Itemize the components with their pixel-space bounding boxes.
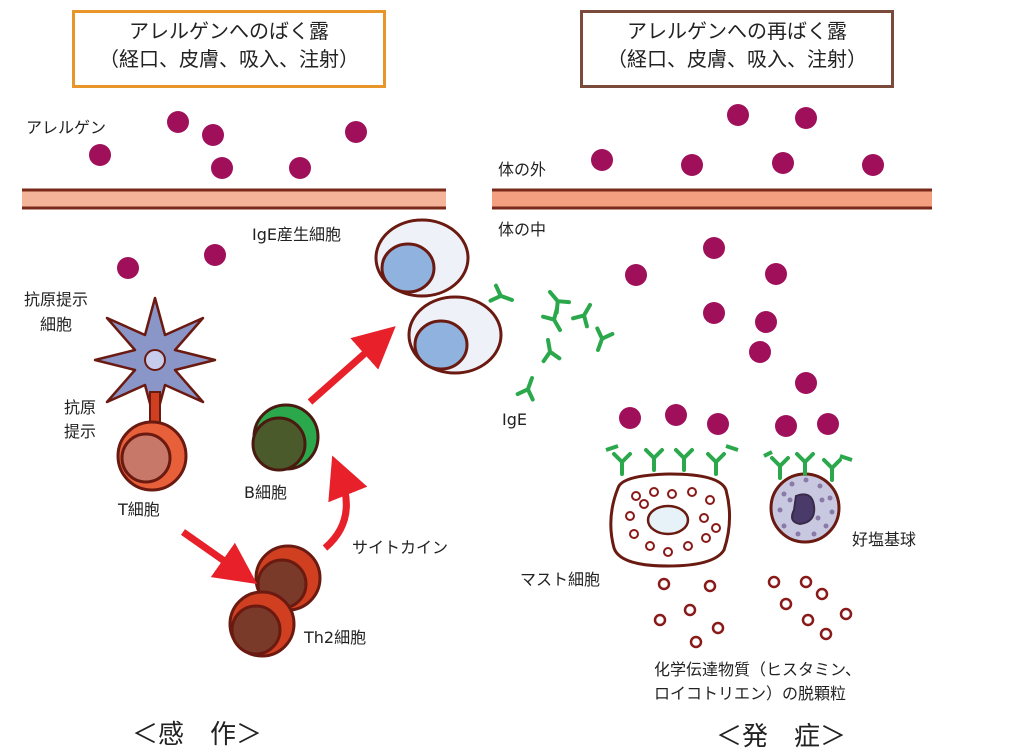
ige-producing-cell-2: [407, 295, 503, 375]
degranulation-granules: [653, 575, 853, 649]
mast-cell-bound-ige: [605, 444, 739, 476]
sensitization-phase-label: ＜感 作＞: [132, 720, 263, 750]
basophil-label: 好塩基球: [852, 530, 917, 549]
th2-label: Th2細胞: [304, 628, 367, 647]
onset-phase-label: ＜発 症＞: [716, 722, 847, 752]
mast-cell-label: マスト細胞: [520, 570, 601, 589]
b-cell: [251, 403, 320, 472]
allergen-label: アレルゲン: [26, 118, 107, 137]
presentation-label-line1: 抗原: [64, 398, 97, 417]
header-exposure-line2: （経口、皮膚、吸入、注射）: [99, 47, 359, 71]
inside-label: 体の中: [498, 220, 547, 239]
apc-label-line2: 細胞: [40, 315, 73, 334]
basophil-bound-ige: [763, 450, 853, 482]
arrow-t-to-th2: [180, 529, 258, 585]
arrow-cytokine-to-b: [322, 455, 368, 551]
header-exposure-line1: アレルゲンへのばく露: [129, 19, 329, 43]
header-reexposure-line2: （経口、皮膚、吸入、注射）: [607, 47, 867, 71]
membrane-left: [22, 188, 446, 210]
header-exposure-box: アレルゲンへのばく露 （経口、皮膚、吸入、注射）: [72, 10, 386, 88]
header-reexposure-line1: アレルゲンへの再ばく露: [627, 19, 847, 43]
t-cell-label: T細胞: [118, 500, 160, 519]
mast-cell: [609, 472, 731, 568]
mediators-label-line2: ロイコトリエン）の脱顆粒: [654, 684, 847, 703]
apc-label-line1: 抗原提示: [24, 290, 89, 309]
allergen-particles-left: [89, 111, 367, 279]
membrane-right: [492, 188, 932, 210]
ige-cell-label: IgE産生細胞: [252, 225, 341, 244]
b-cell-label: B細胞: [244, 483, 287, 502]
allergen-particles-right: [591, 104, 884, 394]
antigen-presenting-cell: [93, 296, 217, 424]
mediators-label-line1: 化学伝達物質（ヒスタミン、: [654, 660, 862, 679]
cytokine-label: サイトカイン: [352, 538, 449, 557]
header-reexposure-box: アレルゲンへの再ばく露 （経口、皮膚、吸入、注射）: [580, 10, 894, 88]
ige-antibodies-free: [488, 283, 615, 402]
t-cell: [116, 420, 188, 492]
basophil-bound-allergens: [775, 413, 839, 437]
arrows: [180, 326, 396, 585]
mast-cell-bound-allergens: [619, 404, 729, 435]
arrow-b-to-ige-cell: [307, 326, 396, 405]
outside-label: 体の外: [498, 160, 547, 179]
basophil: [769, 472, 841, 544]
ige-label: IgE: [502, 410, 527, 429]
th2-cell: [228, 544, 322, 658]
presentation-label-line2: 提示: [64, 422, 97, 441]
ige-producing-cell-1: [374, 218, 470, 298]
